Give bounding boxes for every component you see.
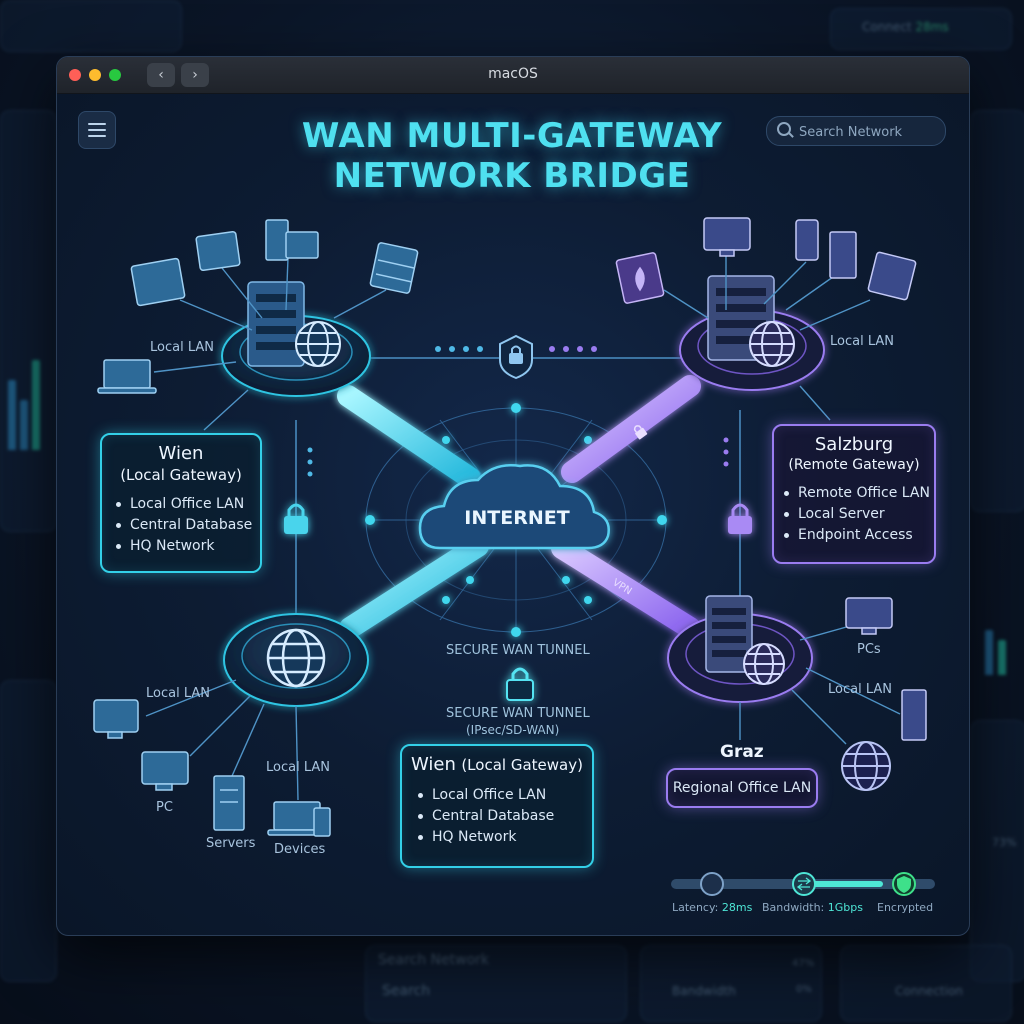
salzburg-panel[interactable]: Salzburg (Remote Gateway) Remote Office … xyxy=(772,424,936,564)
graz-title: Graz xyxy=(720,742,764,762)
list-item: Central Database xyxy=(110,515,260,536)
tunnel-wien-internet xyxy=(348,396,470,478)
bandwidth-icon xyxy=(793,873,815,895)
panel-title: Wien xyxy=(102,443,260,464)
pcs-label: PCs xyxy=(857,642,881,657)
panel-title-name: Wien xyxy=(411,754,456,775)
server-tower-icon xyxy=(830,232,856,278)
wien-top-panel[interactable]: Wien (Local Gateway) Local Office LAN Ce… xyxy=(100,433,262,573)
devices-icon xyxy=(268,802,330,836)
devices-label: Devices xyxy=(274,842,325,857)
tunnel-wien2-internet xyxy=(350,546,478,628)
panel-title: Salzburg xyxy=(774,434,934,455)
panel-subtitle: (Remote Gateway) xyxy=(774,457,934,473)
list-item: HQ Network xyxy=(412,827,592,848)
monitor-icon xyxy=(704,218,750,256)
list-item: Local Office LAN xyxy=(110,494,260,515)
tunnel-protocol-label: (IPsec/SD-WAN) xyxy=(466,723,559,737)
pc-label: PC xyxy=(156,800,173,815)
shield-check-icon xyxy=(893,873,915,895)
globe-icon xyxy=(268,630,324,686)
latency-value: 28ms xyxy=(722,901,752,914)
wien-bottom-panel[interactable]: Wien (Local Gateway) Local Office LAN Ce… xyxy=(400,744,594,868)
bandwidth-value: 1Gbps xyxy=(828,901,863,914)
local-lan-label: Local LAN xyxy=(150,340,214,355)
bandwidth-label: Bandwidth: xyxy=(762,901,824,914)
lock-icon xyxy=(500,336,532,378)
monitor-icon xyxy=(196,231,240,270)
globe-icon xyxy=(842,742,890,790)
list-item: Remote Office LAN xyxy=(778,483,934,504)
monitor-icon xyxy=(142,752,188,790)
desktop-computer-icon xyxy=(266,220,318,260)
tunnel-label-top: SECURE WAN TUNNEL xyxy=(446,643,590,658)
encrypted-text: Encrypted xyxy=(877,901,933,914)
monitor-icon xyxy=(868,252,916,300)
list-item: Local Office LAN xyxy=(412,785,592,806)
local-lan-label: Local LAN xyxy=(828,682,892,697)
list-item: Endpoint Access xyxy=(778,525,934,546)
globe-icon xyxy=(296,322,340,366)
server-rack-icon xyxy=(248,282,304,366)
local-lan-label: Local LAN xyxy=(830,334,894,349)
graz-panel[interactable]: Regional Office LAN xyxy=(666,768,818,808)
tunnel-label-bottom: SECURE WAN TUNNEL xyxy=(446,706,590,721)
panel-title: Wien (Local Gateway) xyxy=(402,754,592,775)
tunnel-salzburg-internet xyxy=(572,386,690,472)
local-lan-label: Local LAN xyxy=(266,760,330,775)
server-tower-icon xyxy=(902,690,926,740)
servers-label: Servers xyxy=(206,836,255,851)
latency-label: Latency: xyxy=(672,901,718,914)
list-item: Local Server xyxy=(778,504,934,525)
firewall-icon xyxy=(616,252,664,303)
globe-icon xyxy=(750,322,794,366)
latency-text: Latency: 28ms xyxy=(672,901,752,914)
bandwidth-text: Bandwidth: 1Gbps xyxy=(762,901,863,914)
monitor-icon xyxy=(131,258,185,306)
list-item: HQ Network xyxy=(110,536,260,557)
laptop-icon xyxy=(98,360,156,393)
firewall-icon xyxy=(370,242,418,293)
latency-gauge-icon xyxy=(701,873,723,895)
graz-office-label: Regional Office LAN xyxy=(668,770,816,806)
globe-icon xyxy=(744,644,784,684)
panel-title-role: (Local Gateway) xyxy=(461,756,583,774)
internet-label: INTERNET xyxy=(464,507,569,529)
local-lan-label: Local LAN xyxy=(146,686,210,701)
monitor-icon xyxy=(846,598,892,634)
list-item: Central Database xyxy=(412,806,592,827)
server-tower-icon xyxy=(214,776,244,830)
panel-subtitle: (Local Gateway) xyxy=(102,466,260,484)
monitor-icon xyxy=(94,700,138,738)
smartphone-icon xyxy=(796,220,818,260)
